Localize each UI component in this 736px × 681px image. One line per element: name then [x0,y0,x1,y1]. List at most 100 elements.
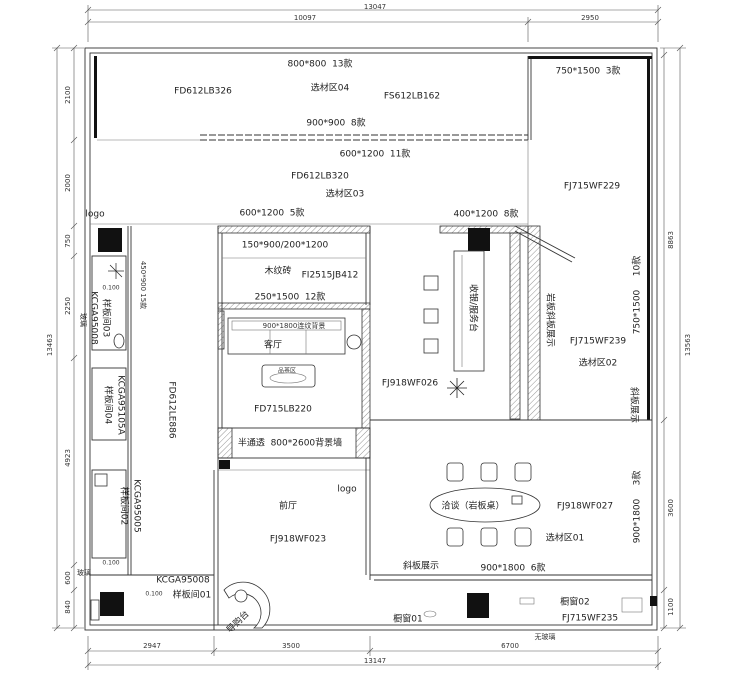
washer-icon [94,473,108,487]
dim-top-right: 2950 [581,14,599,22]
thick-wall-left-top [94,56,97,138]
dim-top-left: 10097 [294,14,316,22]
zone02-spec: 750*1500 [633,289,643,334]
dim-left-1: 2100 [64,86,72,104]
sample01-level: 0.100 [145,591,162,598]
zone03-spec: 600*1200 11款 [340,148,411,160]
front-hall-code: FJ918WF023 [270,535,326,545]
feature-wall-end [355,427,371,459]
no-glass-label: 无玻璃 [535,632,556,641]
room-labels: 800*800 13款 选材区04 FD612LB326 FS612LB162 … [77,58,643,642]
window-display-item [519,597,535,605]
plant-icon [447,378,467,398]
zone01-name: 选材区01 [546,532,584,544]
zone02-code: FJ715WF239 [570,337,627,347]
stool [423,275,439,291]
plant-icon [108,263,124,279]
living-room-right-wall [361,308,371,429]
center-spec-mid: 250*1500 12款 [255,291,326,303]
stool [423,308,439,324]
service-spec: 400*1200 8款 [453,208,518,220]
front-hall-name: 前厅 [279,500,297,512]
negotiation-table-label: 洽谈（岩板桌） [441,500,504,512]
zone02-name: 选材区02 [579,357,617,369]
glass-side-label: 玻璃 [79,313,88,327]
slab-display-rack [527,225,541,421]
dimension-tick [70,561,78,569]
dimension-tick [654,6,662,14]
central-top-wall [217,225,371,234]
front-hall [213,458,371,630]
dim-top-total: 13047 [364,3,386,11]
dim-left-3: 750 [64,234,72,247]
dimension-tick [53,44,61,52]
dim-left-2: 2000 [64,174,72,192]
zone04-name: 选材区04 [311,82,350,94]
sofa [227,317,346,355]
tea-area-label: 品茶区 [278,367,296,375]
sample03-spec: 450*900 15款 [139,261,148,309]
dim-bottom-3: 6700 [501,642,519,650]
zone03-code: FD612LB320 [291,172,349,182]
sample02-code: KCGA95005 [132,479,142,532]
armchair [346,334,362,350]
zone02-count: 10款 [631,256,643,276]
zone01-code: FJ918WF027 [557,502,613,512]
sofa-back [231,320,342,331]
dim-right-1: 8863 [667,231,675,249]
chair [514,462,532,482]
dim-left-7: 840 [64,600,72,613]
living-room-top-wall [217,302,371,310]
sample-room-02 [91,469,127,559]
inner-wall-outline [89,52,653,626]
sample03-level: 0.100 [102,285,119,292]
center-background: 900*1800连纹背景 [263,321,326,330]
central-block [217,225,371,471]
living-room-left-cabinet [217,310,225,350]
corner-code: FJ715WF229 [564,182,621,192]
center-wood-spec: 150*900/200*1200 [242,241,329,251]
sample04-code: KCGA95105A [116,375,126,435]
center-wood-code: FI2515JB412 [302,271,359,281]
right-wall-small-column [650,596,657,606]
center-wood-name: 木纹砖 [264,265,291,277]
dimension-tick [660,586,668,594]
dimension-tick [84,661,92,669]
sink-icon [90,599,100,621]
chair [480,527,498,547]
dim-bottom-2: 3500 [282,642,300,650]
service-area [423,225,529,420]
dimension-tick [70,624,78,632]
dimension-ticks [53,6,684,669]
person-icon [234,589,248,603]
dim-right-3: 1100 [667,598,675,616]
column [100,592,124,616]
dimension-tick [660,624,668,632]
dim-bottom-total: 13147 [364,657,386,665]
window-01-label: 橱窗01 [393,613,422,625]
chair [446,527,464,547]
dimension-tick [676,44,684,52]
dimension-tick [84,18,92,26]
chair [446,462,464,482]
service-wall-side [509,232,521,420]
upper-partitions [90,56,532,225]
sample04-name: 样板间04 [103,386,115,425]
dimension-tick [654,647,662,655]
dim-right-total: 13563 [684,334,692,356]
zone01-spec: 900*1800 [633,498,643,543]
window-02-label: 橱窗02 [560,596,589,608]
center-spec-top: 600*1200 5款 [239,207,304,219]
zone03-name: 选材区03 [326,188,364,200]
left-floor-code: FD612LE886 [167,381,177,438]
zone04-spec-top: 800*800 13款 [287,58,352,70]
guide-desk [223,581,271,629]
zone04-code-left: FD612LB326 [174,87,232,97]
service-counter [453,250,485,372]
dim-left-total: 13463 [46,334,54,356]
dimension-tick [660,51,668,59]
dim-bottom-1: 2947 [143,642,161,650]
zone02-slant-display: 斜板展示 [629,387,641,423]
zone01-count: 3款 [631,471,643,486]
zone04-spec-bottom: 900*900 8款 [306,117,365,129]
